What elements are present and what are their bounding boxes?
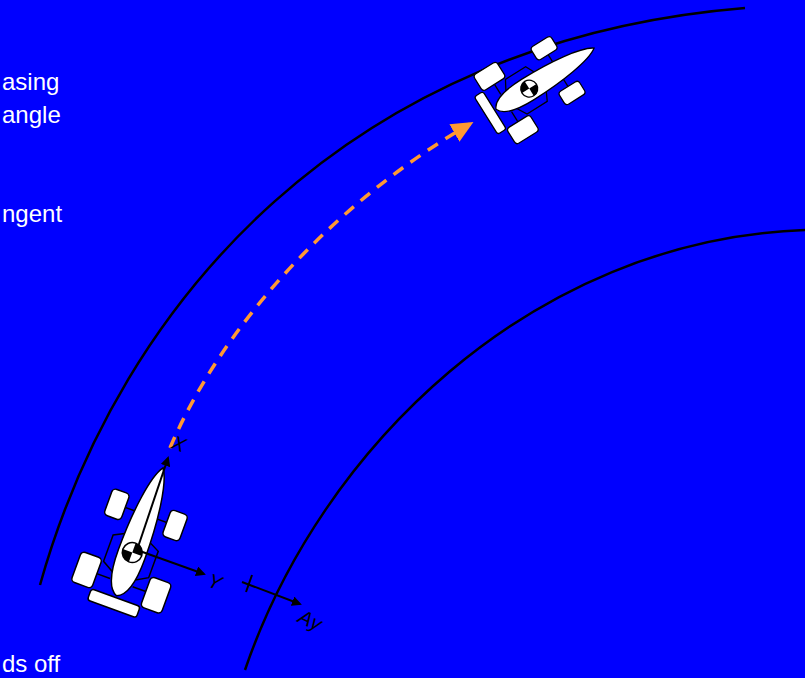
axis-label: Y [205,570,224,593]
y-axis [137,550,204,574]
slide-text: asing [2,70,59,94]
slide-text: ngent [2,202,62,226]
car-path [170,124,470,448]
race-car [67,452,209,626]
slide-text: angle [2,103,61,127]
x-axis [137,458,168,550]
acceleration-label: Ay [296,606,325,634]
track-edge [245,230,805,670]
ay-arrow [242,582,300,604]
ay-tick [246,575,252,592]
slide-text: ds off [2,652,60,676]
axis-label: X [169,432,188,455]
race-car [464,13,615,150]
